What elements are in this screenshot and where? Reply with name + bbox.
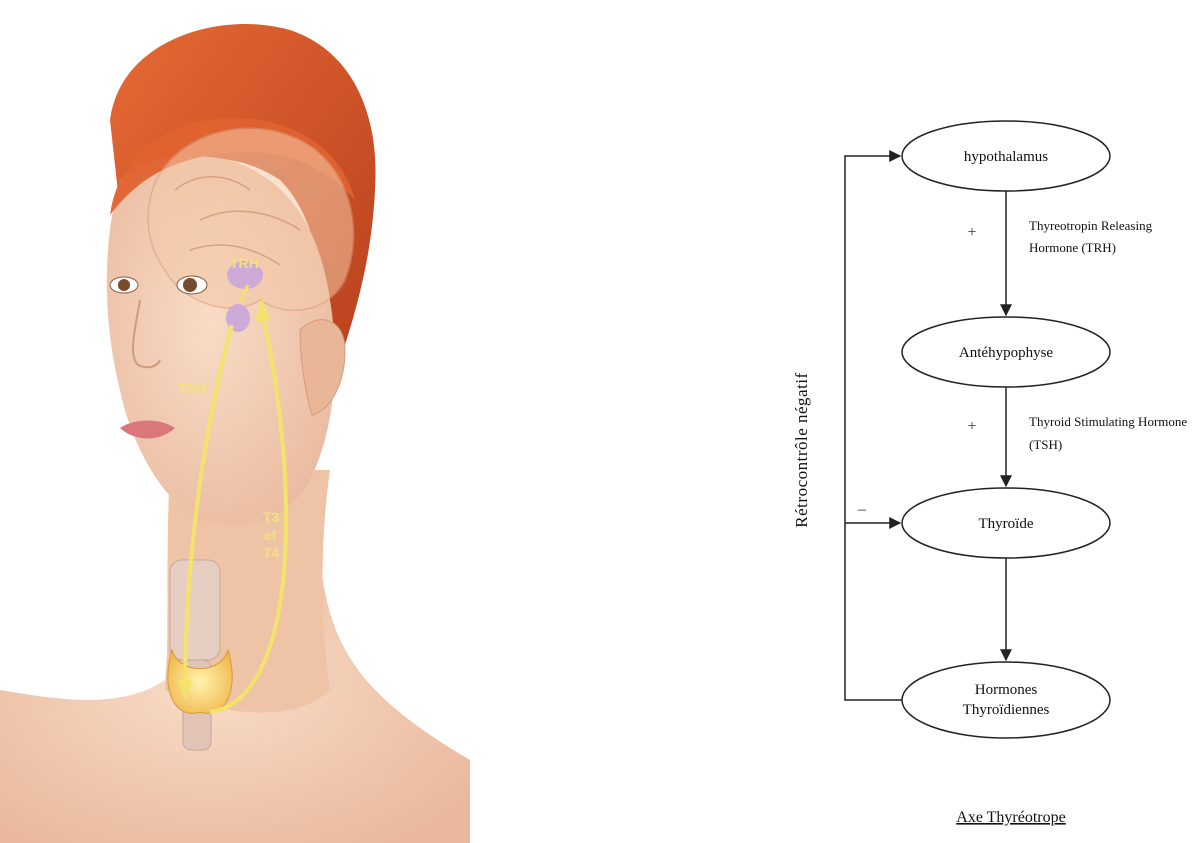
node-hypothalamus-label: hypothalamus xyxy=(964,149,1048,165)
label-tsh: TSH xyxy=(178,380,206,396)
node-hormones xyxy=(902,662,1110,738)
edge-tsh-label-2: (TSH) xyxy=(1029,437,1062,452)
larynx xyxy=(170,560,220,660)
label-t4: T4 xyxy=(263,545,280,561)
label-trh: TRH xyxy=(230,255,259,271)
node-antehypophyse-label: Antéhypophyse xyxy=(959,345,1053,361)
label-t3: T3 xyxy=(263,509,280,525)
feedback-loop-line xyxy=(845,156,902,700)
sign-plus-tsh: + xyxy=(967,418,976,435)
edge-trh-label-2: Hormone (TRH) xyxy=(1029,240,1116,255)
node-antehypophyse xyxy=(902,317,1110,387)
node-hormones-label-1: Hormones xyxy=(975,682,1038,698)
diagram-caption: Axe Thyréotrope xyxy=(956,809,1065,826)
edge-trh-label-1: Thyreotropin Releasing xyxy=(1029,218,1153,233)
node-thyroide-label: Thyroïde xyxy=(979,516,1034,532)
edge-tsh-label-1: Thyroid Stimulating Hormone xyxy=(1029,414,1187,429)
node-hormones-label-2: Thyroïdiennes xyxy=(963,702,1050,718)
left-iris xyxy=(118,279,130,291)
right-iris xyxy=(183,278,197,292)
sign-plus-trh: + xyxy=(967,224,976,241)
label-et: et xyxy=(264,527,277,543)
node-thyroide xyxy=(902,488,1110,558)
sign-minus: – xyxy=(857,501,867,518)
node-hypothalamus xyxy=(902,121,1110,191)
head-thyroid-illustration: TRH TSH T3 et T4 xyxy=(0,0,470,843)
feedback-side-label: Rétrocontrôle négatif xyxy=(792,372,811,527)
